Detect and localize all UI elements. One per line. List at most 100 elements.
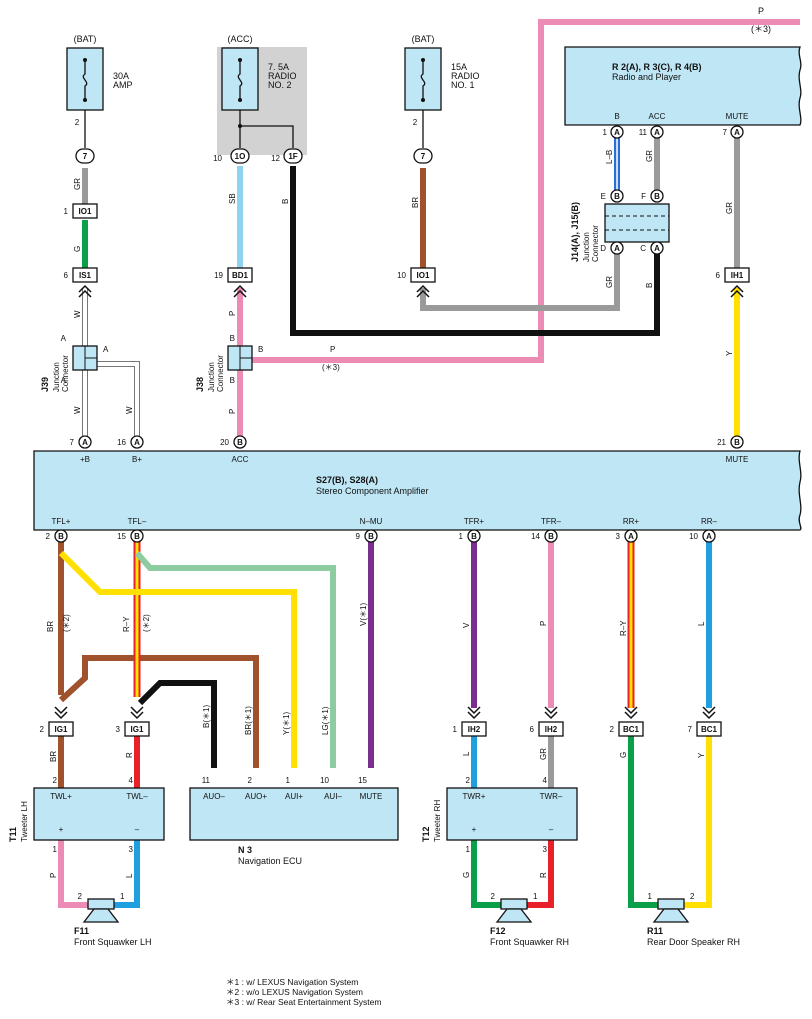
svg-text:A: A [706,532,712,541]
radio-player: R 2(A), R 3(C), R 4(B) Radio and Player … [564,46,802,126]
svg-text:B: B [614,112,619,121]
svg-text:10: 10 [689,532,698,541]
wire-gr-radio1 [420,254,620,311]
svg-text:Connector: Connector [61,355,70,392]
svg-text:TWL+: TWL+ [50,792,72,801]
svg-text:TWL–: TWL– [126,792,148,801]
svg-text:Stereo Component Amplifier: Stereo Component Amplifier [316,486,429,496]
svg-text:F: F [641,192,646,201]
svg-text:SB: SB [228,193,237,204]
svg-text:B: B [368,532,374,541]
svg-text:14: 14 [531,532,540,541]
wire-lg-nav [134,551,336,768]
svg-text:R: R [125,752,134,758]
wire-br-nav [58,655,259,768]
svg-text:(BAT): (BAT) [74,34,97,44]
svg-text:A: A [614,244,620,253]
svg-text:(＊3): (＊3) [751,24,771,34]
svg-text:1: 1 [120,892,125,901]
svg-text:RADIO: RADIO [451,71,480,81]
svg-text:D: D [600,244,606,253]
svg-text:F11: F11 [74,926,89,936]
svg-text:11: 11 [639,128,648,137]
svg-text:RR–: RR– [701,517,718,526]
svg-text:TFR–: TFR– [541,517,562,526]
svg-text:1O: 1O [235,152,246,161]
svg-text:B: B [230,376,235,385]
svg-text:B: B [471,532,477,541]
svg-text:B: B [258,345,263,354]
svg-text:1: 1 [603,128,608,137]
wire-p-rse [243,19,800,363]
wire-b-acc [290,166,660,336]
svg-text:11: 11 [202,776,211,785]
svg-text:Navigation ECU: Navigation ECU [238,856,302,866]
svg-text:2: 2 [491,892,496,901]
svg-text:3: 3 [116,725,121,734]
svg-text:IG1: IG1 [55,725,68,734]
svg-text:15A: 15A [451,62,467,72]
svg-text:10: 10 [213,154,222,163]
fuse-radio1: (BAT) 15A RADIO NO. 1 2 [404,34,480,148]
svg-text:J14(A), J15(B): J14(A), J15(B) [570,202,580,262]
svg-text:IO1: IO1 [417,271,430,280]
svg-text:A: A [614,128,620,137]
svg-text:W: W [73,406,82,414]
svg-text:GR: GR [725,202,734,214]
wire-w-amp2 [85,361,140,438]
svg-text:G: G [462,872,471,878]
svg-text:15: 15 [117,532,126,541]
svg-text:B+: B+ [132,455,142,464]
svg-text:B: B [654,192,660,201]
svg-text:NO. 1: NO. 1 [451,80,475,90]
svg-text:B: B [548,532,554,541]
svg-text:L: L [462,751,471,756]
svg-text:1: 1 [453,725,458,734]
svg-text:TFR+: TFR+ [464,517,485,526]
svg-text:BD1: BD1 [232,271,249,280]
speaker-f12: 2 1 F12 Front Squawker RH [490,892,569,947]
svg-text:(ACC): (ACC) [228,34,253,44]
svg-text:W: W [73,310,82,318]
svg-text:W: W [125,406,134,414]
svg-text:T12: T12 [421,826,431,842]
svg-text:7: 7 [70,438,75,447]
tweeter-lh: 2 4 TWL+ TWL– + – 1 3 T11 Tweeter LH [8,776,165,854]
svg-text:GR: GR [73,178,82,190]
svg-text:AUO+: AUO+ [245,792,267,801]
svg-text:A: A [654,244,660,253]
svg-text:A: A [82,438,88,447]
svg-text:TWR+: TWR+ [463,792,486,801]
svg-text:P: P [758,6,764,16]
svg-text:MUTE: MUTE [726,455,749,464]
svg-text:F12: F12 [490,926,506,936]
svg-text:2: 2 [75,118,80,127]
svg-text:7: 7 [83,152,88,161]
fuse-radio2: (ACC) 7. 5A RADIO NO. 2 [221,34,297,148]
svg-text:Tweeter LH: Tweeter LH [20,801,29,842]
svg-text:E: E [601,192,606,201]
svg-text:4: 4 [129,776,134,785]
svg-text:2: 2 [466,776,471,785]
svg-text:Y(＊1): Y(＊1) [282,712,291,735]
svg-text:ACC: ACC [649,112,666,121]
upper-wire-labels: GR G W W W SB P P B BR L–B GR GR B GR Y … [73,150,734,414]
svg-text:P: P [539,621,548,626]
svg-text:A: A [654,128,660,137]
svg-text:2: 2 [78,892,83,901]
wire-y-nav [58,550,297,768]
svg-text:2: 2 [248,776,253,785]
svg-text:1: 1 [64,207,69,216]
svg-text:A: A [734,128,740,137]
svg-text:S27(B), S28(A): S27(B), S28(A) [316,475,378,485]
wire-r-sq-rh [527,840,554,908]
svg-text:Front Squawker RH: Front Squawker RH [490,937,569,947]
svg-text:1F: 1F [288,152,297,161]
svg-text:B: B [734,438,740,447]
fuse-amp: (BAT) 30A AMP 2 [66,34,133,148]
svg-text:Y: Y [697,752,706,758]
svg-text:IG1: IG1 [131,725,144,734]
svg-text:RADIO: RADIO [268,71,297,81]
svg-text:V(＊1): V(＊1) [359,603,368,626]
